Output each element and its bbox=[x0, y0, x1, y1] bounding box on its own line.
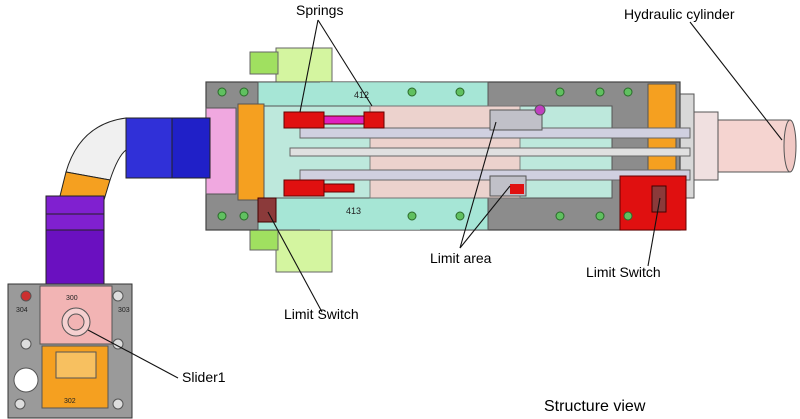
limit-area-components bbox=[489, 104, 546, 197]
caption-structure-view: Structure view bbox=[544, 398, 646, 415]
part-304: 304 bbox=[16, 307, 28, 314]
part-412: 412 bbox=[354, 90, 369, 100]
part-303: 303 bbox=[118, 307, 130, 314]
label-limit-switch-right: Limit Switch bbox=[586, 264, 661, 280]
label-limit-area: Limit area bbox=[430, 250, 492, 266]
spring-elements bbox=[283, 111, 385, 197]
limit-switch-blocks bbox=[257, 175, 687, 231]
part-numbers-main: 412 413 bbox=[346, 90, 369, 216]
label-slider1: Slider1 bbox=[182, 369, 226, 385]
hydraulic-cylinder bbox=[679, 93, 797, 199]
guide-rods bbox=[289, 127, 691, 181]
screw-heads bbox=[217, 87, 633, 221]
part-413: 413 bbox=[346, 206, 361, 216]
label-springs: Springs bbox=[296, 2, 344, 18]
part-302: 302 bbox=[64, 398, 76, 405]
slider-block: 300 302 303 304 bbox=[7, 283, 133, 419]
leader-lines bbox=[87, 19, 783, 379]
label-hydraulic-cylinder: Hydraulic cylinder bbox=[624, 6, 735, 22]
part-300: 300 bbox=[66, 295, 78, 302]
pipe-elbow bbox=[45, 117, 211, 287]
pink-end-plate bbox=[205, 107, 237, 195]
label-limit-switch-left: Limit Switch bbox=[284, 306, 359, 322]
